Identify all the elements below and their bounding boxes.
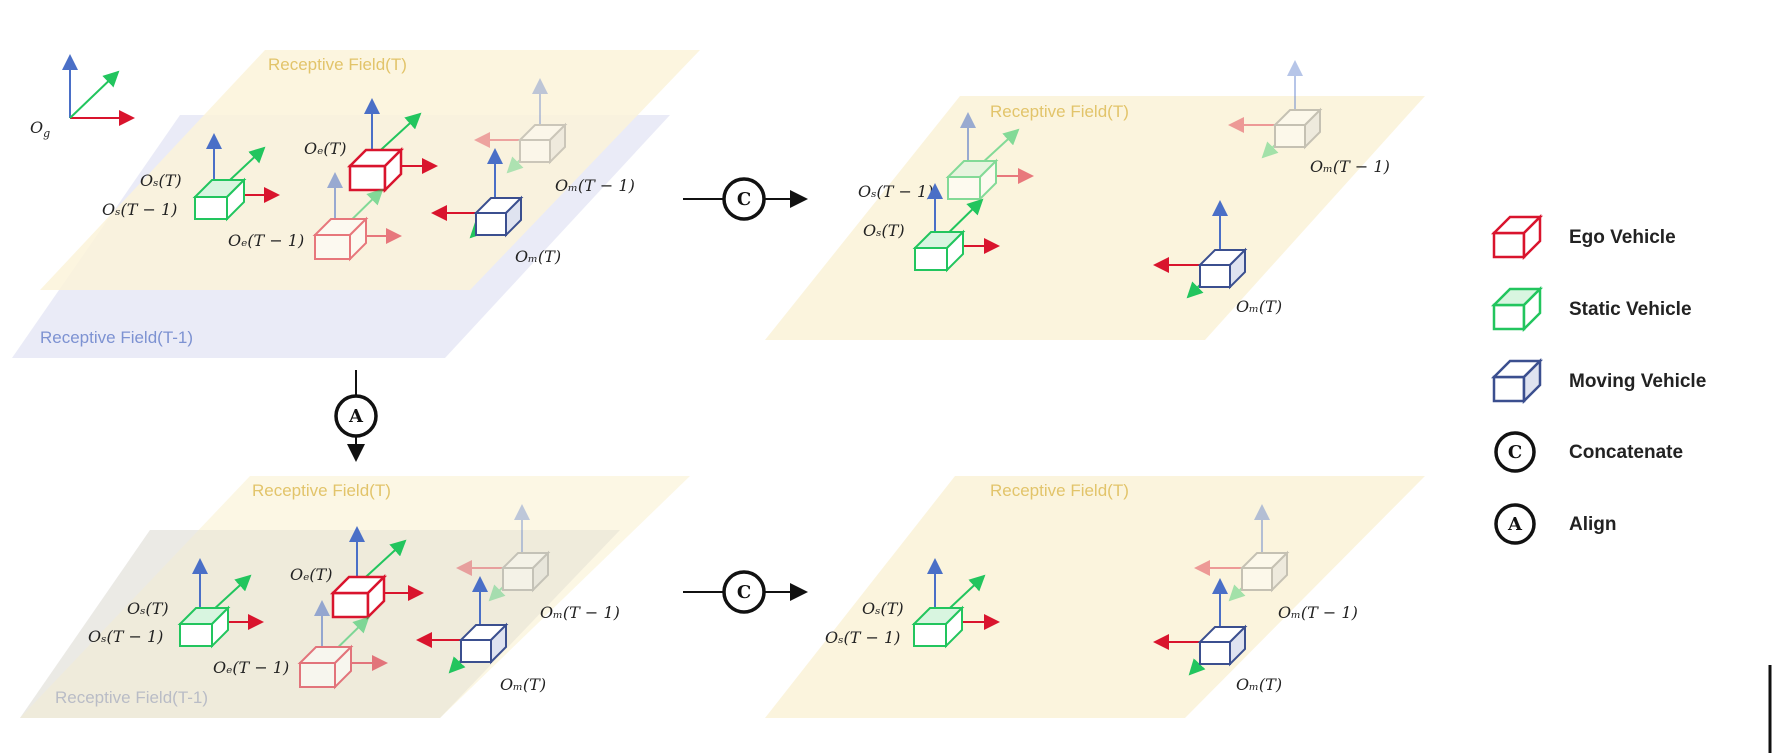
ego-vehicle-previous-icon [312,172,402,262]
os-t1-label: Oₛ(T − 1) [825,628,900,647]
oe-t1-label: Oₑ(T − 1) [228,231,304,250]
oe-t1-label: Oₑ(T − 1) [213,658,289,677]
ego-vehicle-icon [346,98,438,194]
om-t1-label: Oₘ(T − 1) [1310,157,1390,176]
concatenate-icon [1494,431,1536,473]
panel-top-left: Receptive Field(T) Receptive Field(T-1) … [12,50,700,358]
legend-item-static: Static Vehicle [1490,285,1692,333]
receptive-field-t-plane [765,476,1425,718]
moving-vehicle-previous-icon [1228,60,1323,159]
moving-vehicle-icon [1153,578,1248,676]
os-t-label: Oₛ(T) [127,599,169,618]
static-vehicle-previous-icon [945,112,1034,202]
receptive-field-t-label: Receptive Field(T) [268,55,407,74]
legend-label: Align [1569,514,1617,535]
os-t1-label: Oₛ(T − 1) [858,182,933,201]
svg-text:A: A [348,406,364,427]
svg-text:A: A [1507,514,1523,535]
os-t-label: Oₛ(T) [863,221,905,240]
moving-vehicle-icon [431,148,524,239]
os-t-label: Oₛ(T) [862,599,904,618]
ego-vehicle-icon [329,526,424,621]
panel-bottom-right: Receptive Field(T) Oₛ(T) Oₛ(T − 1) Oₘ(T … [765,476,1425,718]
panel-top-right: Receptive Field(T) Oₛ(T − 1) Oₛ(T) [765,60,1425,340]
align-icon [1494,503,1536,545]
legend-item-align: A Align [1494,503,1617,545]
moving-vehicle-previous-icon [474,78,568,174]
global-axes-icon [62,54,135,126]
moving-vehicle-icon [416,576,509,674]
om-t-label: Oₘ(T) [1236,297,1282,316]
legend-item-ego: Ego Vehicle [1490,213,1676,261]
legend-label: Ego Vehicle [1569,227,1676,248]
om-t-label: Oₘ(T) [500,675,546,694]
legend: Ego Vehicle Static Vehicle Moving Vehicl… [1490,213,1706,545]
os-t1-label: Oₛ(T − 1) [88,627,163,646]
receptive-field-t1-label: Receptive Field(T-1) [40,328,193,347]
receptive-field-t-plane [765,96,1425,340]
receptive-field-t-label: Receptive Field(T) [990,481,1129,500]
moving-vehicle-icon [1490,357,1544,405]
legend-label: Static Vehicle [1569,299,1692,320]
om-t1-label: Oₘ(T − 1) [1278,603,1358,622]
om-t1-label: Oₘ(T − 1) [555,176,635,195]
static-vehicle-icon [912,183,1000,273]
legend-label: Concatenate [1569,442,1683,463]
legend-label: Moving Vehicle [1569,371,1706,392]
om-t-label: Oₘ(T) [515,247,561,266]
moving-vehicle-previous-icon [1194,504,1290,602]
om-t-label: Oₘ(T) [1236,675,1282,694]
oe-t-label: Oₑ(T) [290,565,332,584]
static-vehicle-icon [1490,285,1544,333]
static-vehicle-icon [911,558,1000,649]
ego-vehicle-previous-icon [297,600,388,690]
legend-item-moving: Moving Vehicle [1490,357,1706,405]
concatenate-operator-top: C [683,177,808,221]
align-operator: A [334,370,378,462]
oe-t-label: Oₑ(T) [304,139,346,158]
static-vehicle-icon [177,558,264,649]
os-t1-label: Oₛ(T − 1) [102,200,177,219]
svg-text:C: C [737,189,751,210]
om-t1-label: Oₘ(T − 1) [540,603,620,622]
svg-text:C: C [737,582,751,603]
static-vehicle-icon [192,133,280,222]
moving-vehicle-previous-icon [456,504,551,602]
os-t-label: Oₛ(T) [140,171,182,190]
receptive-field-t1-label: Receptive Field(T-1) [55,688,208,707]
legend-item-concatenate: C Concatenate [1494,431,1683,473]
moving-vehicle-icon [1153,200,1248,299]
panel-bottom-left: Receptive Field(T) Receptive Field(T-1) … [20,476,690,718]
concatenate-operator-bottom: C [683,570,808,614]
global-origin-label: Og [30,118,50,140]
receptive-field-t-label: Receptive Field(T) [990,102,1129,121]
ego-vehicle-icon [1490,213,1544,261]
svg-text:C: C [1508,442,1522,463]
receptive-field-t-label: Receptive Field(T) [252,481,391,500]
